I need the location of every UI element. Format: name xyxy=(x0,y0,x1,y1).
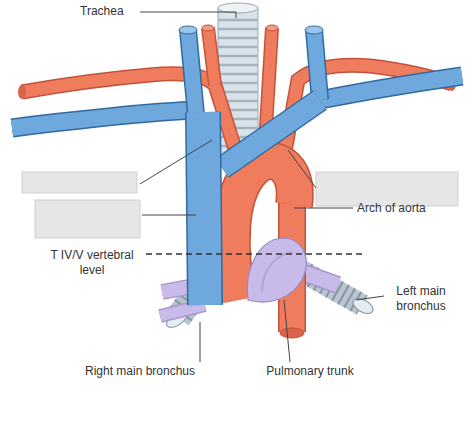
structure-label: Arch of aorta xyxy=(357,201,457,216)
pulmonary-trunk xyxy=(247,238,306,302)
blank-label-boxes xyxy=(22,172,458,238)
leader-lines xyxy=(140,12,384,362)
label-holder: T IV/V vertebral level xyxy=(40,248,144,278)
label-holder: Right main bronchus xyxy=(60,364,220,379)
vertebral-level-line xyxy=(146,253,362,255)
vertebral-level-label: T IV/V vertebral level xyxy=(40,248,144,278)
label-holder: Trachea xyxy=(80,4,138,19)
structure-label: Trachea xyxy=(80,4,138,19)
label-holder: Left main bronchus xyxy=(386,284,456,314)
label-holder: Pulmonary trunk xyxy=(250,364,370,379)
veins xyxy=(12,25,462,305)
structure-label: Pulmonary trunk xyxy=(250,364,370,379)
aortic-branches xyxy=(18,28,456,168)
label-holder: Arch of aorta xyxy=(357,201,457,216)
structure-label: Right main bronchus xyxy=(60,364,220,379)
structure-label: Left main bronchus xyxy=(386,284,456,314)
